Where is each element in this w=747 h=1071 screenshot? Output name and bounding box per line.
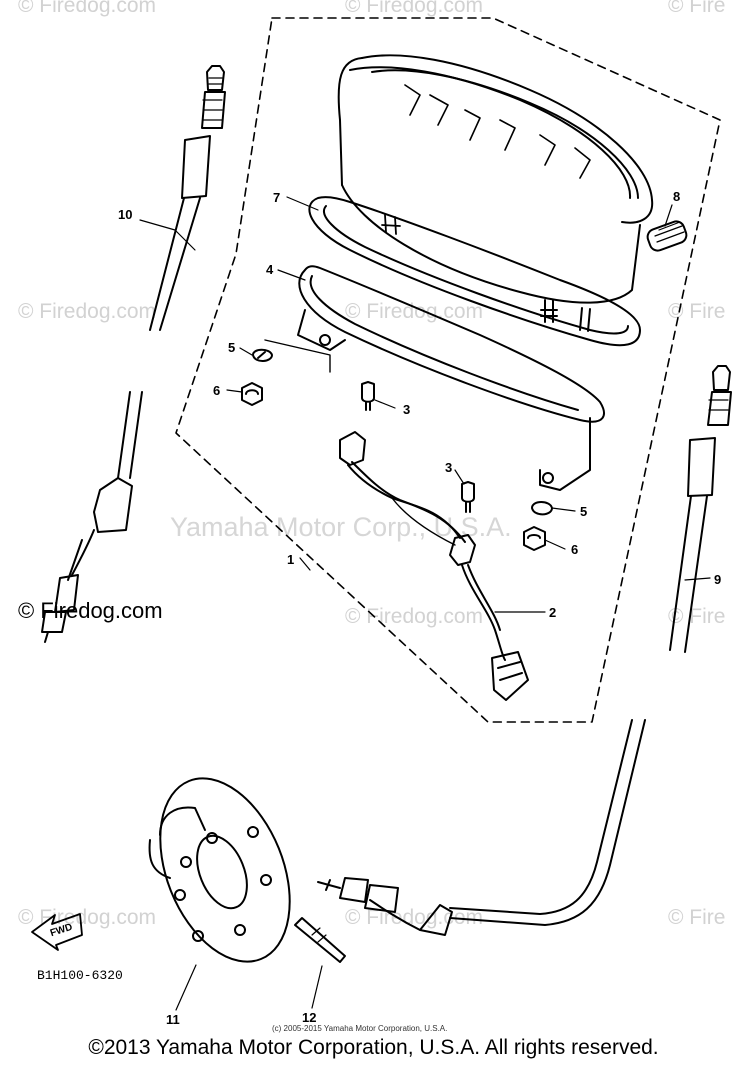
callout-11: 11 [166, 1012, 180, 1027]
small-copyright: (c) 2005-2015 Yamaha Motor Corporation, … [272, 1024, 448, 1033]
callout-7: 7 [273, 190, 281, 205]
footer-copyright: ©2013 Yamaha Motor Corporation, U.S.A. A… [88, 1036, 659, 1059]
watermark: © Fire [668, 300, 726, 323]
watermark: © Firedog.com [345, 300, 484, 323]
callout-12: 12 [302, 1010, 317, 1025]
watermark: © Firedog.com [345, 0, 484, 17]
washer-left [252, 348, 273, 362]
callout-5: 5 [580, 504, 588, 519]
callout-6: 6 [213, 383, 221, 398]
watermark: © Firedog.com [18, 0, 157, 17]
nut-left [241, 382, 263, 406]
watermark: © Fire [668, 605, 726, 628]
meter-bracket [297, 265, 605, 491]
washer-right [531, 501, 553, 516]
meter-gear-plate [148, 777, 291, 963]
meter-housing [337, 54, 654, 332]
wire-harness [339, 431, 529, 701]
callout-9: 9 [714, 572, 722, 587]
callout-4: 4 [266, 262, 274, 277]
leader-bracket-studs [264, 339, 331, 373]
watermark: © Fire [668, 906, 726, 929]
gasket [308, 196, 641, 347]
bulb-lower [461, 481, 475, 513]
assembly-boundary [175, 17, 721, 723]
callout-8: 8 [673, 189, 681, 204]
watermark-center: Yamaha Motor Corp., U.S.A. [170, 512, 512, 542]
callout-10: 10 [118, 207, 133, 222]
callout-2: 2 [549, 605, 557, 620]
callout-3: 3 [445, 460, 453, 475]
callout-1: 1 [287, 552, 295, 567]
callout-3: 3 [403, 402, 411, 417]
bulb-upper [361, 381, 375, 411]
callout-5: 5 [228, 340, 236, 355]
speedometer-cable-right [317, 365, 732, 936]
nut-right [523, 526, 546, 551]
part-code: B1H100-6320 [37, 968, 123, 983]
fwd-arrow [31, 913, 83, 951]
drive-pin [294, 917, 346, 963]
callout-6: 6 [571, 542, 579, 557]
watermark: © Firedog.com [18, 300, 157, 323]
watermark: © Firedog.com [18, 598, 163, 623]
watermark: © Fire [668, 0, 726, 17]
speedometer-cable-upper [41, 65, 226, 643]
trip-knob [646, 220, 688, 252]
